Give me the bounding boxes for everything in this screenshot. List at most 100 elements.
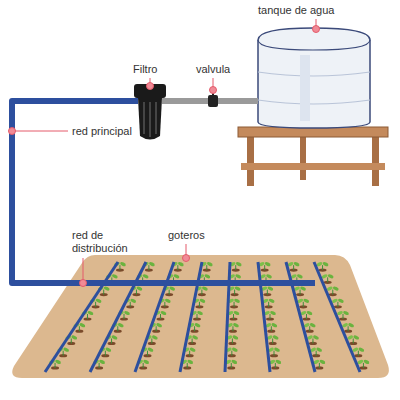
plant-leaf — [306, 310, 313, 316]
plant-leaf — [232, 335, 239, 341]
plant-leaf — [319, 359, 326, 365]
plant-stem — [300, 290, 301, 295]
plant-stem — [136, 290, 137, 295]
plant-stem — [337, 302, 338, 307]
plant-stem — [309, 326, 310, 331]
plant-stem — [124, 314, 125, 319]
plant-stem — [151, 338, 152, 343]
plant-stem — [177, 265, 178, 270]
plant-stem — [169, 290, 170, 295]
plant-stem — [303, 302, 304, 307]
plant-stem — [164, 302, 165, 307]
plant-stem — [316, 351, 317, 356]
tank-rib — [258, 72, 370, 76]
plant-stem — [199, 302, 200, 307]
plant-leaf — [293, 261, 300, 267]
plant-leaf — [71, 335, 78, 341]
plant-stem — [275, 363, 276, 368]
plant-stem — [327, 277, 328, 282]
filter-ridge — [155, 102, 157, 134]
plant-leaf — [231, 347, 238, 353]
plant-leaf — [322, 261, 329, 267]
plant-leaf — [343, 310, 350, 316]
plant-stem — [270, 314, 271, 319]
plant-leaf — [358, 347, 365, 353]
plant-leaf — [206, 261, 213, 267]
plant-stem — [293, 265, 294, 270]
plant-leaf — [233, 310, 240, 316]
plant-leaf — [267, 286, 274, 292]
plant-leaf — [234, 298, 241, 304]
plant-leaf — [300, 286, 307, 292]
plant-stem — [103, 290, 104, 295]
drip-line — [225, 262, 230, 372]
plant-leaf — [266, 274, 273, 280]
plant-stem — [156, 326, 157, 331]
plant-stem — [274, 351, 275, 356]
plant-stem — [206, 265, 207, 270]
callout-label: red principal — [72, 125, 132, 138]
plant-leaf — [201, 286, 208, 292]
callout-dot — [313, 26, 320, 33]
plant-stem — [348, 326, 349, 331]
stand-leg — [300, 136, 306, 180]
callout-label: tanque de agua — [258, 4, 334, 17]
valve-body — [208, 95, 218, 107]
plant-stem — [187, 363, 188, 368]
plant-leaf — [95, 298, 102, 304]
plant-stem — [117, 326, 118, 331]
plant-leaf — [233, 322, 240, 328]
plant-leaf — [103, 286, 110, 292]
plant-stem — [95, 302, 96, 307]
plant-leaf — [327, 274, 334, 280]
stand-brace — [241, 163, 385, 170]
plant-stem — [201, 290, 202, 295]
stand-leg — [372, 136, 379, 186]
plant-stem — [231, 351, 232, 356]
plant-leaf — [197, 310, 204, 316]
plant-stem — [363, 363, 364, 368]
drip-line — [314, 262, 360, 372]
plant-stem — [197, 314, 198, 319]
plant-stem — [353, 338, 354, 343]
plant-leaf — [156, 322, 163, 328]
plant-leaf — [130, 298, 137, 304]
drip-line — [45, 262, 118, 372]
plant-stem — [319, 363, 320, 368]
plant-stem — [306, 314, 307, 319]
callout-dot — [80, 280, 87, 287]
plant-leaf — [309, 322, 316, 328]
plant-leaf — [160, 310, 167, 316]
callout-label: goteros — [168, 229, 205, 242]
plant-leaf — [313, 335, 320, 341]
plant-leaf — [204, 274, 211, 280]
plant-leaf — [353, 335, 360, 341]
drip-line — [180, 262, 202, 372]
plant-stem — [312, 338, 313, 343]
callout-dot — [183, 255, 190, 262]
plant-stem — [192, 338, 193, 343]
plant-stem — [105, 351, 106, 356]
drip-line — [90, 262, 146, 372]
callout-dot — [9, 128, 16, 135]
main-pipe — [12, 101, 315, 283]
plant-leaf — [105, 347, 112, 353]
plant-stem — [79, 326, 80, 331]
plant-stem — [235, 265, 236, 270]
plant-leaf — [235, 274, 242, 280]
plant-leaf — [271, 322, 278, 328]
filter-ridge — [143, 102, 145, 134]
plant-stem — [268, 302, 269, 307]
plant-stem — [267, 290, 268, 295]
plant-stem — [271, 326, 272, 331]
plant-leaf — [177, 261, 184, 267]
plant-leaf — [264, 261, 271, 267]
callout-dot — [210, 87, 217, 94]
plant-stem — [233, 314, 234, 319]
plant-leaf — [147, 347, 154, 353]
plant-leaf — [296, 274, 303, 280]
plant-stem — [55, 363, 56, 368]
plant-stem — [231, 363, 232, 368]
plant-stem — [232, 338, 233, 343]
